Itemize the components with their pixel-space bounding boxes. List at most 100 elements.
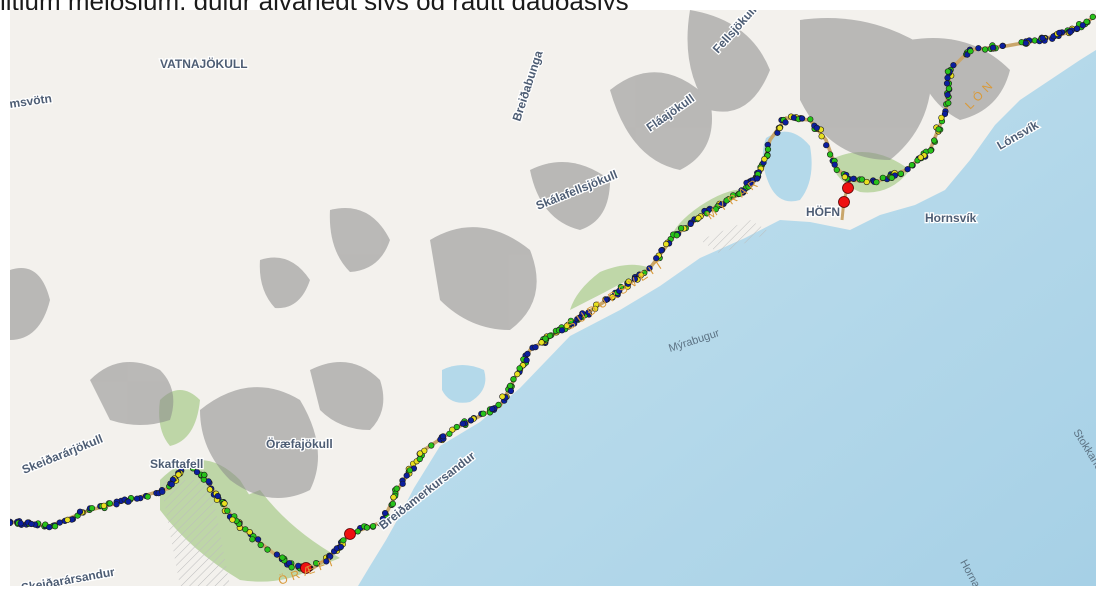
accident-dot — [585, 309, 592, 316]
accident-dot — [653, 255, 660, 262]
accident-dot — [938, 114, 945, 121]
fatal-accident-dot — [842, 182, 854, 194]
accident-dot — [798, 115, 806, 122]
accident-dot — [729, 192, 737, 199]
accident-dot — [646, 265, 653, 272]
accident-dot — [416, 455, 423, 463]
accident-dot — [214, 493, 221, 500]
accident-dot — [88, 505, 96, 512]
accident-dot — [255, 536, 262, 543]
accident-dot — [723, 197, 730, 204]
accident-dot — [662, 241, 670, 248]
accident-dot — [1022, 39, 1030, 47]
accident-dot — [631, 276, 638, 283]
place-label: HÖFN — [806, 204, 840, 219]
accident-dot — [687, 220, 694, 227]
accident-dot — [279, 554, 286, 561]
accident-dot — [1089, 13, 1096, 21]
accident-dot — [193, 469, 201, 476]
accident-dot — [935, 126, 942, 133]
place-label: Öræfajökull — [266, 436, 333, 451]
accident-dot — [495, 401, 502, 409]
accident-dot — [257, 541, 264, 549]
accident-dot — [507, 382, 514, 390]
accident-dot — [818, 133, 825, 140]
accident-dot — [76, 508, 84, 515]
accident-dot — [1073, 25, 1081, 32]
accident-dot — [313, 559, 320, 567]
accident-dot — [873, 179, 880, 186]
accident-dot — [945, 99, 952, 107]
accident-dot — [510, 376, 517, 383]
accident-dot — [499, 393, 506, 400]
accident-dot — [747, 181, 754, 188]
accident-dot — [826, 151, 834, 158]
accident-dot — [950, 62, 957, 69]
accident-dot — [133, 495, 141, 502]
accident-dot — [999, 42, 1006, 50]
accident-dot — [403, 472, 410, 479]
accident-dot — [1083, 18, 1090, 25]
accident-dot — [264, 546, 271, 553]
accident-dot — [175, 471, 182, 478]
accident-dot — [546, 332, 553, 340]
accident-dot — [370, 523, 377, 530]
accident-dot — [1079, 22, 1086, 29]
accident-dot — [188, 462, 195, 469]
accident-dot — [718, 201, 725, 208]
accident-dot — [776, 124, 783, 132]
sandur-hatch-2 — [700, 220, 770, 254]
accident-dot — [514, 371, 521, 378]
accident-dot — [46, 524, 53, 531]
accident-dot — [592, 305, 599, 312]
accident-dot — [159, 488, 166, 495]
accident-dot — [459, 420, 466, 427]
accident-dot — [51, 523, 59, 530]
accident-dot — [695, 215, 702, 222]
accident-dot — [637, 272, 645, 279]
accident-dot — [558, 327, 566, 334]
accident-dot — [428, 442, 435, 449]
accident-dot — [879, 174, 887, 181]
accident-dot — [782, 119, 789, 126]
accident-dot — [323, 558, 330, 565]
accident-dot — [736, 190, 743, 197]
accident-dot — [579, 310, 586, 317]
accident-dot — [144, 493, 151, 500]
accident-dot — [168, 481, 175, 488]
accident-dot — [989, 44, 997, 51]
accident-dot — [904, 166, 911, 173]
accident-dot — [273, 551, 281, 558]
accident-dot — [446, 430, 453, 437]
accident-dot — [453, 423, 460, 431]
fatal-accident-dot — [300, 562, 312, 574]
accident-dot — [850, 175, 857, 182]
accident-dot — [616, 287, 623, 295]
accident-dot — [242, 526, 249, 533]
accident-dot — [576, 314, 583, 322]
accident-dot — [507, 387, 515, 395]
accident-dot — [754, 175, 761, 182]
accident-dot — [563, 322, 571, 329]
place-label: VATNAJÖKULL — [160, 56, 248, 71]
accident-dot — [467, 417, 475, 424]
accident-dot — [17, 520, 24, 527]
accident-dot — [390, 494, 397, 501]
place-label: Skaftafell — [150, 457, 203, 471]
accident-dot — [944, 91, 951, 98]
accident-dot — [221, 500, 228, 507]
accident-dot — [941, 110, 949, 117]
accident-dot — [377, 520, 384, 527]
accident-dot — [673, 232, 680, 239]
accident-dot — [833, 166, 840, 173]
accident-dot — [524, 350, 531, 358]
accident-dot — [532, 344, 539, 351]
accident-dot — [379, 515, 387, 522]
accident-dot — [100, 502, 107, 509]
accident-dot — [337, 543, 345, 551]
accident-dot — [1056, 29, 1063, 37]
accident-dot — [64, 516, 71, 524]
accident-dot — [542, 335, 549, 342]
